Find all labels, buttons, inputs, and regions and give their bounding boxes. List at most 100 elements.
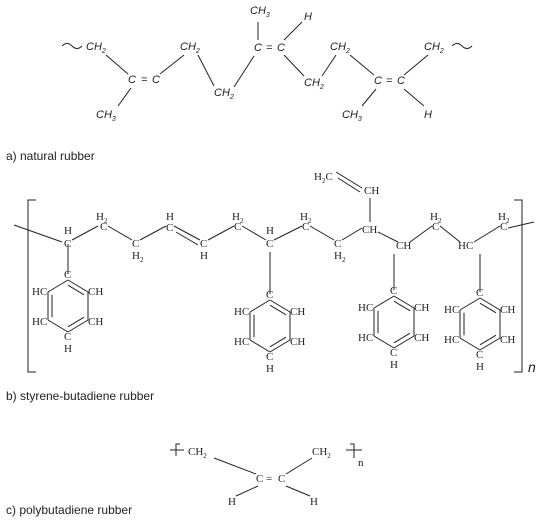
atom-c-1: C (128, 74, 136, 86)
bond-a3 (159, 54, 185, 75)
bond-b13 (473, 225, 501, 243)
ring-3-double-3 (393, 332, 411, 344)
atom-c-5: C (374, 75, 382, 87)
polybutadiene-structure: n CH2 C = C CH2 H H c) polybutadiene rub… (6, 443, 364, 517)
bond-b11 (409, 225, 433, 243)
bond-a8 (283, 54, 305, 77)
ring-3-atom-c: C (390, 285, 397, 297)
ring-3-atom-hc-a: HC (358, 302, 373, 314)
atom-c-ch2-2: CH2 (312, 446, 331, 460)
bond-b7 (273, 225, 303, 241)
ring-3-bond-1 (393, 295, 415, 309)
atom-b-h2-3: H2 (232, 211, 244, 225)
ring-4-double-1 (479, 302, 497, 314)
ring-4-bond-4 (459, 337, 481, 351)
double-bond-1: = (141, 74, 148, 86)
chain-end-left (61, 43, 83, 49)
ring-1-atom-hc-b: HC (32, 316, 47, 328)
natural-rubber-structure: CH2 C = C CH3 CH2 CH2 CH3 H C = C CH2 CH… (6, 5, 473, 163)
atom-c-c-1: C (256, 473, 263, 485)
ring-1-atom-c: C (64, 269, 71, 281)
ring-1-atom-hc-a: HC (32, 286, 47, 298)
bond-a2 (117, 87, 132, 107)
ring-1-atom-ch-b: CH (88, 316, 103, 328)
atom-b-c-8: C (302, 221, 309, 233)
bond-vinyl-2 (335, 171, 363, 189)
ring-1-atom-h-bottom: H (64, 343, 72, 355)
bond-b5 (207, 225, 235, 241)
atom-b-c-3: C (132, 238, 139, 250)
ring-4-bond-3 (479, 337, 501, 351)
bond-a10 (349, 54, 375, 76)
repeat-n-c: n (358, 457, 364, 469)
ring-3-double-1 (393, 300, 411, 312)
bond-a9 (321, 54, 337, 77)
ring-4-atom-ch-b: CH (500, 334, 515, 346)
atom-b-h2-4: H2 (300, 211, 312, 225)
atom-c-c-2: C (278, 473, 285, 485)
ring-2-atom-hc-a: HC (234, 306, 249, 318)
bond-c4 (285, 485, 311, 497)
ring-4-atom-c: C (476, 287, 483, 299)
bond-b8 (309, 225, 335, 241)
atom-h-2: H (424, 109, 432, 121)
ring-3-bond-4 (373, 335, 395, 349)
ring-4-atom-c-bottom: C (476, 349, 483, 361)
ring-3-bond-3 (393, 335, 415, 349)
atom-c-2: C (152, 74, 160, 86)
atom-b-h2-6: H2 (430, 211, 442, 225)
atom-c-3: C (254, 42, 262, 54)
ring-2-double-3 (269, 336, 287, 348)
bond-b2 (107, 225, 133, 241)
bond-b1 (71, 225, 99, 241)
ring-3-atom-ch-b: CH (414, 332, 429, 344)
ring-2-atom-hc-b: HC (234, 336, 249, 348)
bond-a12 (403, 88, 425, 107)
atom-b-h2-2: H2 (132, 250, 144, 264)
double-bond-3: = (386, 75, 393, 87)
bond-b10 (377, 231, 399, 243)
atom-h-1: H (304, 11, 312, 23)
atom-c-6: C (397, 75, 405, 87)
atom-ch3-1: CH3 (96, 109, 116, 123)
caption-sbr: b) styrene-butadiene rubber (6, 389, 154, 403)
ring-2-double-1 (269, 304, 287, 316)
atom-c-4: C (277, 42, 285, 54)
atom-b-h2-5: H2 (334, 250, 346, 264)
bond-vinyl-3 (337, 177, 361, 193)
ring-1-bond-1 (67, 279, 89, 293)
bond-a4 (197, 54, 215, 87)
bond-a11 (361, 88, 377, 107)
ring-4-double-3 (479, 334, 497, 346)
bracket-c-left (175, 443, 180, 456)
ring-3-bond-6 (373, 295, 395, 309)
bracket-left (27, 199, 36, 373)
repeat-n-b: n (528, 359, 536, 375)
atom-b-c-6: C (234, 221, 241, 233)
bond-b9 (341, 227, 363, 241)
bond-c3 (235, 485, 259, 497)
atom-b-c-9: C (334, 238, 341, 250)
bracket-c-right (350, 443, 355, 458)
ring-4-bond-1 (479, 297, 501, 311)
atom-c-h-2: H (310, 496, 318, 508)
bond-a5 (233, 55, 255, 88)
atom-b-ch-vinyl: CH (364, 185, 379, 197)
atom-b-c-11: C (500, 221, 507, 233)
bond-b-start (13, 224, 63, 243)
ring-3-atom-ch-a: CH (414, 302, 429, 314)
atom-b-h2-7: H2 (498, 211, 510, 225)
atom-ch2-3: CH2 (214, 87, 234, 101)
ring-2-bond-6 (249, 299, 271, 313)
double-bond-2: = (266, 42, 273, 54)
ring-1-double-3 (67, 316, 85, 328)
ring-2-atom-ch-a: CH (290, 306, 305, 318)
ring-2-bond-3 (269, 339, 291, 353)
atom-ch2-4: CH2 (304, 77, 324, 91)
bond-b-end (507, 221, 535, 229)
bond-a13 (403, 54, 429, 76)
ring-2-bond-1 (269, 299, 291, 313)
ring-1-double-1 (67, 284, 85, 296)
